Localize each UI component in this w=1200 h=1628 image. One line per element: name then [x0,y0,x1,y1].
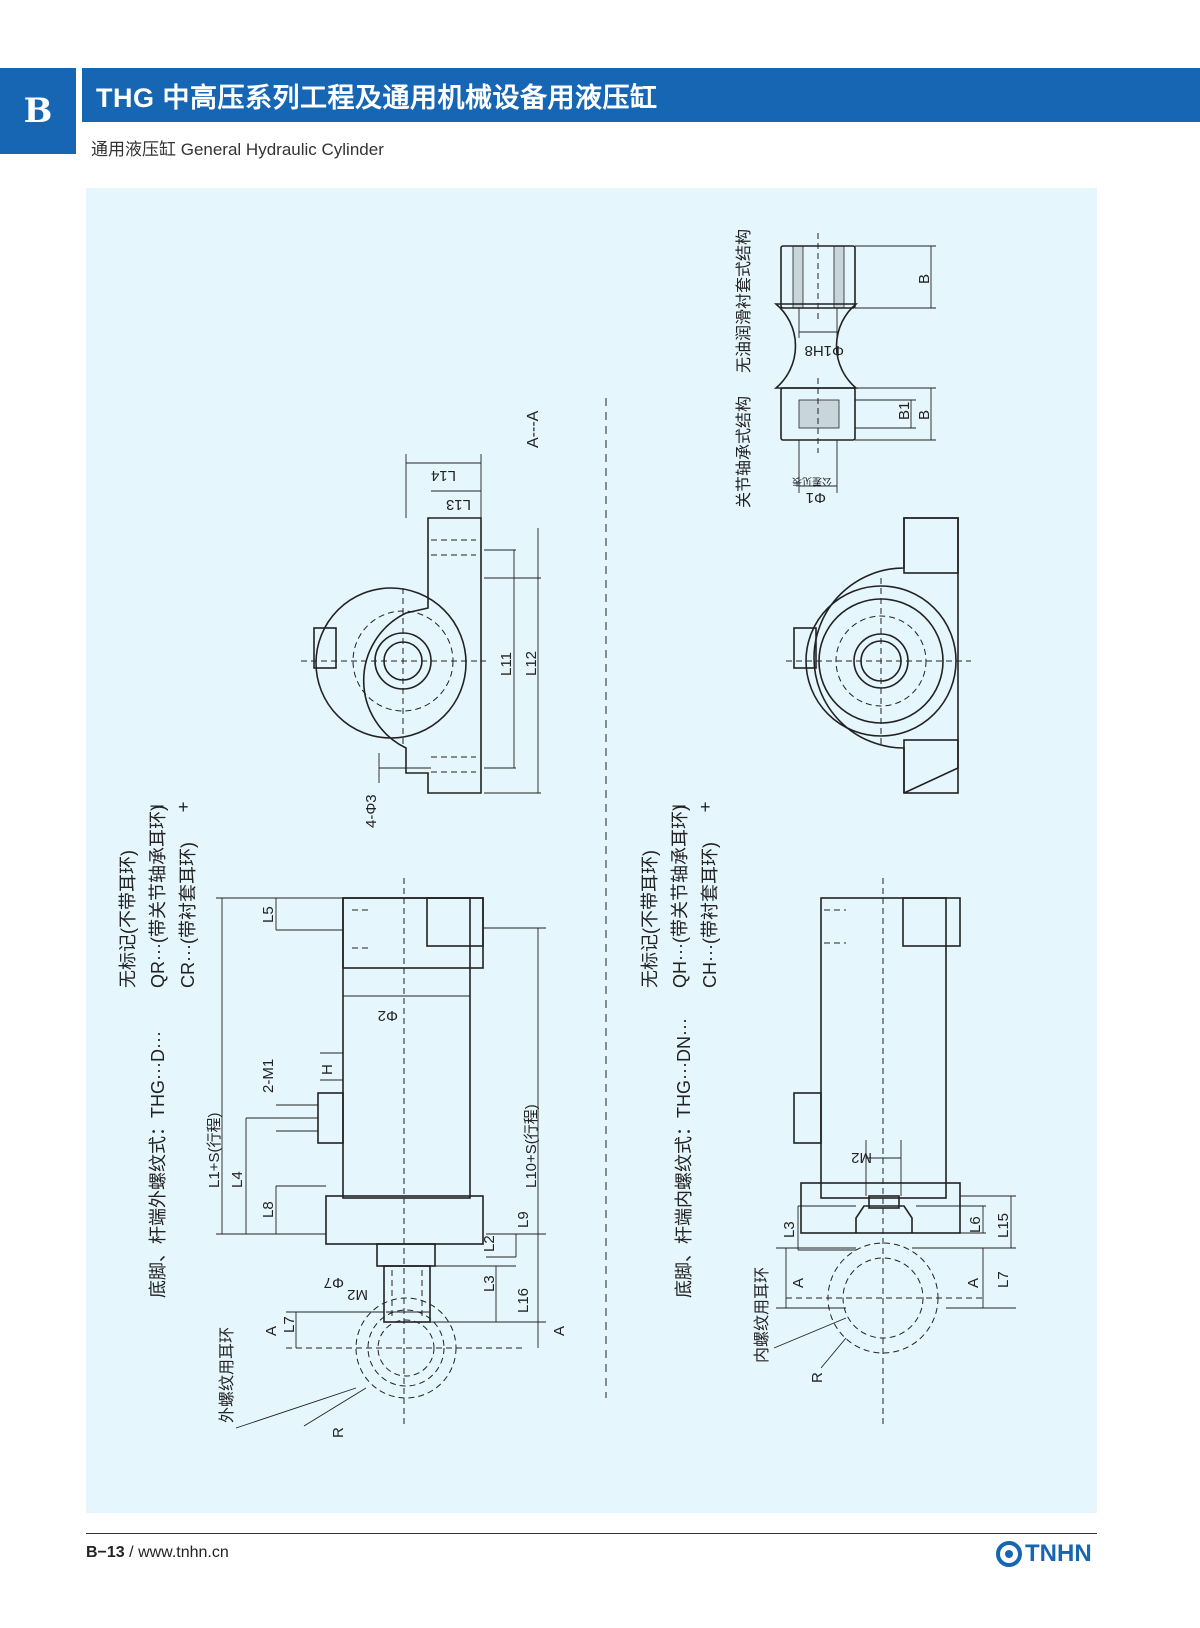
dim-L3-right: L3 [781,1221,798,1238]
dim-L7-right: L7 [995,1271,1012,1288]
left-top-foot [426,897,484,947]
section-tab: B [0,68,76,154]
label-R-left: R [330,1427,347,1438]
dim-L10S: L10+S(行程) [523,1104,540,1188]
left-opt1: 无标记(不带耳环) [118,850,138,988]
dim-L12: L12 [523,651,540,676]
dim-M2: M2 [347,1286,368,1303]
right-rod-end [855,1205,913,1233]
drawing-panel: 底脚、杆端外螺纹式：THG···D··· 无标记(不带耳环) QR···(带关节… [86,188,1097,1513]
label-A-left2: A [551,1326,568,1336]
right-port [793,1092,822,1144]
dim-phi1h8: Φ1H8 [805,342,845,359]
dim-L5: L5 [260,906,277,923]
bearing-title1: 关节轴承式结构 [735,396,753,508]
dim-B-2: B [916,274,933,284]
section-aa-body-circle [315,587,467,739]
dim-L11: L11 [498,652,515,676]
dim-L4: L4 [229,1171,246,1188]
section-aa-title: A---A [525,410,542,448]
dim-M1: 2-M1 [260,1059,277,1093]
dim-phi3: 4-Φ3 [363,794,380,828]
right-top-foot [902,897,961,947]
section-letter: B [23,91,53,131]
left-rod-thread [383,1265,431,1323]
footer-sep: / [129,1544,134,1561]
label-A-right2: A [965,1278,982,1288]
dim-L16: L16 [515,1288,532,1313]
dim-B-1: B [916,410,933,420]
footer-url[interactable]: www.tnhn.cn [138,1544,229,1561]
left-opt3: CR···(带衬套耳环) [178,842,198,988]
dim-L8: L8 [260,1201,277,1218]
left-port [317,1092,344,1144]
header-bar: THG 中高压系列工程及通用机械设备用液压缸 [82,68,1200,122]
right-opt3-mark: + [700,797,711,817]
bearing-detail-top [773,303,859,389]
brand-gear-icon [996,1541,1022,1567]
dim-phi1: Φ1 [806,489,826,506]
dim-H: H [319,1064,336,1075]
left-cylinder-body [342,897,471,1199]
footer-page: B−13 / www.tnhn.cn [86,1544,229,1562]
dim-phi2: Φ2 [378,1007,398,1024]
label-A-right: A [790,1278,807,1288]
left-heading: 底脚、杆端外螺纹式：THG···D··· [148,1031,168,1298]
right-opt2: QH···(带关节轴承耳环) [670,805,690,988]
technical-drawing: 底脚、杆端外螺纹式：THG···D··· 无标记(不带耳环) QR···(带关节… [118,229,1016,1438]
right-opt1-mark: － [670,797,688,817]
label-R-right: R [809,1372,826,1383]
dim-B1: B1 [896,402,913,420]
page-title: THG 中高压系列工程及通用机械设备用液压缸 [96,82,658,113]
left-rod-neck [376,1243,436,1267]
right-opt1: 无标记(不带耳环) [640,850,660,988]
section-aa-outline [362,517,482,794]
page-subtitle: 通用液压缸 General Hydraulic Cylinder [91,140,384,159]
dim-L7: L7 [281,1316,298,1333]
left-opt3-mark: + [178,797,189,817]
footer-rule [86,1533,1097,1534]
right-section-outline [813,517,959,794]
right-heading: 底脚、杆端内螺纹式：THG···DN··· [674,1018,694,1298]
dim-L2: L2 [481,1235,498,1252]
right-opt3: CH···(带衬套耳环) [700,842,720,988]
left-top-lug [342,897,484,969]
left-ring-label: 外螺纹用耳环 [218,1327,236,1423]
dim-L14: L14 [431,467,456,484]
dim-M2-right: M2 [851,1149,872,1166]
dim-L9: L9 [515,1211,532,1228]
page-number: B−13 [86,1544,125,1561]
right-base-flange [800,1182,961,1234]
dim-phi7: Φ7 [324,1274,344,1291]
dim-tol: 公差见表 [792,475,832,488]
dim-L15: L15 [995,1213,1012,1238]
dim-L1S: L1+S(行程) [206,1113,223,1188]
left-opt1-mark: － [148,797,166,817]
brand-logo: TNHN [996,1540,1092,1568]
right-ring-label: 内螺纹用耳环 [753,1267,771,1363]
label-A-left: A [263,1326,280,1336]
brand-name: TNHN [1025,1540,1092,1567]
dim-L6: L6 [967,1216,984,1233]
dim-L13: L13 [446,496,471,513]
dim-L3: L3 [481,1275,498,1292]
bearing-title2: 无油润滑衬套式结构 [735,229,753,373]
left-opt2: QR···(带关节轴承耳环) [148,805,168,988]
